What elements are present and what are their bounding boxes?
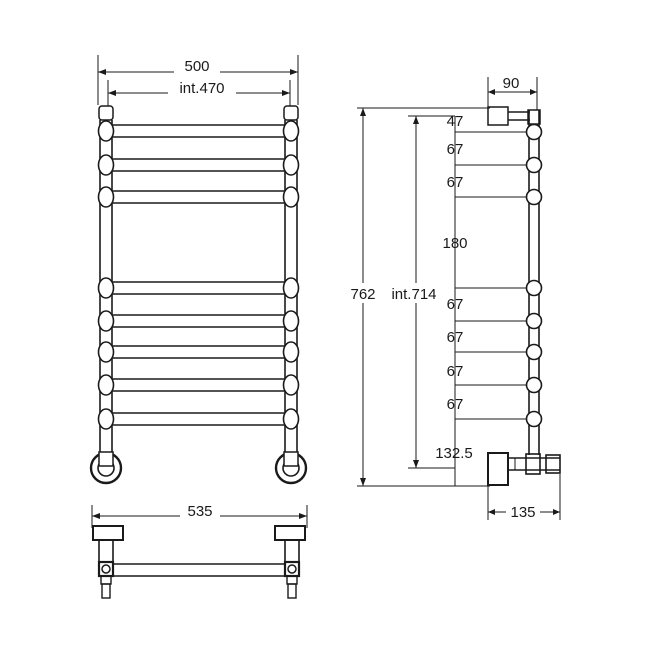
spacing-label-2: 67: [447, 141, 464, 158]
spacing-label-4: 180: [442, 235, 467, 252]
front-bar-2: [97, 154, 300, 176]
dim-overall-height: 762: [350, 107, 490, 487]
dim-internal-width: int.470: [107, 80, 291, 106]
foot-right: [274, 451, 308, 485]
spacing-label-1: 47: [447, 113, 464, 130]
wall-bracket-top: [487, 106, 509, 126]
dim-overall-width: 500: [97, 55, 299, 105]
top-view: 535: [91, 503, 308, 599]
top-cap-right: [283, 105, 299, 121]
label-height-762: 762: [350, 286, 375, 303]
front-bars: [97, 120, 300, 430]
front-bar-6: [97, 341, 300, 363]
side-spacing-labels: 47 67 67 180 67 67 67 67 132.5: [435, 113, 473, 462]
side-bar-8: [525, 410, 543, 428]
label-width-int470: int.470: [179, 80, 224, 97]
top-wall-block-right: [274, 525, 306, 599]
label-depth-135: 135: [510, 504, 535, 521]
top-cap-left: [98, 105, 114, 121]
label-height-int714: int.714: [391, 286, 436, 303]
side-bar-7: [525, 376, 543, 394]
spacing-label-7: 67: [447, 363, 464, 380]
front-bar-3: [97, 186, 300, 208]
side-bar-3: [525, 188, 543, 206]
spacing-label-8: 67: [447, 396, 464, 413]
spacing-label-3: 67: [447, 174, 464, 191]
side-view: 90 762 int.714: [350, 75, 561, 521]
label-width-535: 535: [187, 503, 212, 520]
front-bar-5: [97, 310, 300, 332]
label-width-500: 500: [184, 58, 209, 75]
front-bar-7: [97, 374, 300, 396]
spacing-label-5: 67: [447, 296, 464, 313]
spacing-label-6: 67: [447, 329, 464, 346]
dim-top-width: 535: [91, 503, 308, 528]
side-bar-1: [525, 123, 543, 141]
dim-depth-bottom: 135: [487, 474, 561, 521]
side-bar-5: [525, 312, 543, 330]
side-bar-4: [525, 279, 543, 297]
side-bar-2: [525, 156, 543, 174]
dim-internal-height: int.714: [388, 115, 455, 469]
side-bar-6: [525, 343, 543, 361]
foot-left: [89, 451, 123, 485]
front-bar-4: [97, 277, 300, 299]
bottom-valve: [487, 452, 561, 486]
side-bars: [525, 123, 543, 428]
dim-depth-top: 90: [487, 75, 538, 110]
top-wall-block-left: [92, 525, 124, 599]
top-bar: [113, 563, 285, 577]
label-depth-90: 90: [503, 75, 520, 92]
front-bar-8: [97, 408, 300, 430]
front-view: 500 int.470: [89, 55, 308, 485]
front-bar-1: [97, 120, 300, 142]
side-spacing-leaders: [455, 131, 529, 420]
spacing-label-9: 132.5: [435, 445, 473, 462]
